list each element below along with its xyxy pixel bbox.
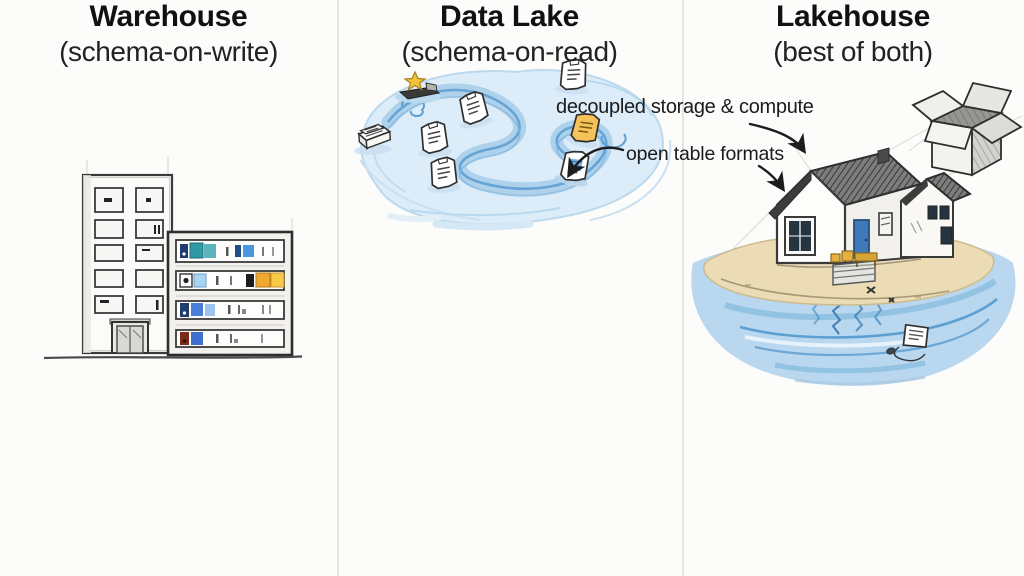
warehouse-building-icon — [43, 156, 303, 360]
data-lake-caption: Data Lake (schema-on-read) — [337, 0, 682, 67]
shelf-blocks — [179, 242, 285, 345]
annotation-open-table-formats: open table formats — [626, 143, 784, 165]
panel-warehouse: Warehouse (schema-on-write) — [0, 0, 337, 576]
lakehouse-icon — [691, 81, 1023, 386]
document-stack-icon — [351, 122, 394, 157]
panel-title: Data Lake — [439, 0, 580, 33]
panel-title: Lakehouse — [775, 0, 931, 33]
panel-title: Warehouse — [89, 0, 248, 33]
floating-document-icon — [886, 323, 929, 362]
office-tower — [81, 173, 174, 355]
window-marks — [100, 198, 160, 310]
tower-windows — [94, 187, 164, 314]
server-rack — [166, 230, 294, 358]
star-icon — [394, 71, 442, 104]
panel-divider — [337, 0, 339, 576]
warehouse-caption: Warehouse (schema-on-write) — [0, 0, 337, 67]
panel-subtitle: (best of both) — [773, 35, 933, 67]
panel-divider — [682, 0, 684, 576]
lakehouse-caption: Lakehouse (best of both) — [682, 0, 1024, 67]
lakehouse-house — [768, 147, 972, 286]
panel-subtitle: (schema-on-write) — [59, 35, 278, 67]
panel-subtitle: (schema-on-read) — [401, 35, 618, 67]
panel-data-lake: Data Lake (schema-on-read) — [337, 0, 682, 576]
data-lake-icon — [351, 57, 672, 231]
open-box-icon — [911, 81, 1023, 177]
panel-lakehouse: Lakehouse (best of both) — [682, 0, 1024, 576]
ground-line — [43, 355, 303, 360]
annotation-decoupled-storage-compute: decoupled storage & compute — [556, 96, 814, 118]
shrub-marks — [866, 286, 895, 303]
chimney — [877, 147, 890, 165]
sketch-guides — [86, 156, 293, 232]
